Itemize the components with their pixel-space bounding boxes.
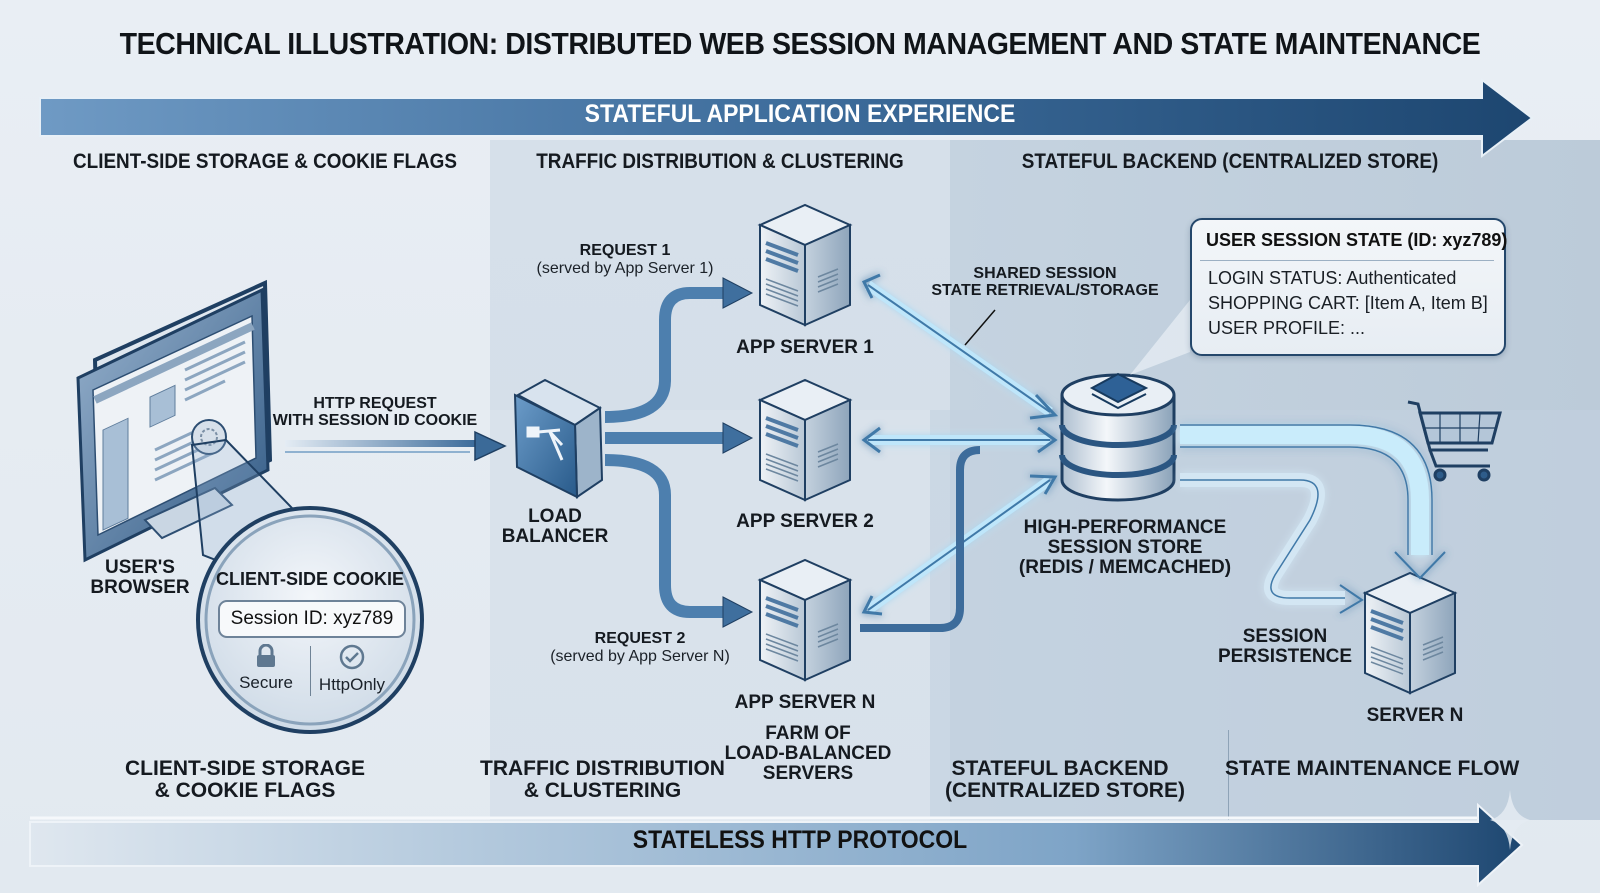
browser-label-line-2: BROWSER	[90, 576, 190, 598]
bottom-banner-arrow	[29, 802, 1524, 888]
section-header-client: CLIENT-SIDE STORAGE & COOKIE FLAGS	[73, 150, 457, 173]
http-request-label: HTTP REQUEST WITH SESSION ID COOKIE	[270, 395, 480, 430]
page-title: TECHNICAL ILLUSTRATION: DISTRIBUTED WEB …	[119, 26, 1481, 61]
secure-flag: Secure	[226, 643, 306, 693]
flag-divider	[310, 646, 311, 696]
request-1-annotation: REQUEST 1 (served by App Server 1)	[520, 242, 730, 278]
load-balancer-icon	[513, 378, 604, 499]
server-n-icon	[1363, 571, 1457, 695]
lb-to-servers-arrows	[604, 277, 754, 628]
farm-label-line-1: FARM OF	[765, 723, 851, 744]
request-1-detail: (served by App Server 1)	[536, 259, 714, 277]
bottom-label-client-line-2: & COOKIE FLAGS	[154, 779, 336, 803]
bottom-label-client: CLIENT-SIDE STORAGE & COOKIE FLAGS	[120, 757, 370, 803]
http-request-arrow	[285, 430, 507, 462]
session-persistence-label-line-1: SESSION	[1242, 626, 1328, 647]
load-balancer-label-line-1: LOAD	[528, 506, 582, 527]
secure-flag-label: Secure	[239, 673, 293, 692]
server-n-label: SERVER N	[1366, 705, 1464, 726]
server-n-feedback-path	[860, 446, 981, 632]
cookie-title: CLIENT-SIDE COOKIE	[215, 569, 404, 589]
bottom-label-backend-line-2: (CENTRALIZED STORE)	[945, 779, 1185, 803]
load-balancer-label: LOAD BALANCER	[500, 507, 610, 547]
shopping-cart-icon	[1407, 400, 1502, 482]
http-request-label-line-1: HTTP REQUEST	[313, 395, 437, 412]
browser-label-line-1: USER'S	[105, 557, 175, 578]
cookie-gear-icon	[191, 419, 227, 455]
session-persistence-label-line-2: PERSISTENCE	[1217, 645, 1353, 667]
flow-divider	[1228, 730, 1229, 820]
load-balancer-label-line-2: BALANCER	[501, 525, 609, 547]
session-state-profile: USER PROFILE: ...	[1208, 318, 1366, 338]
session-store-label-line-3: (REDIS / MEMCACHED)	[1018, 556, 1232, 578]
sparkle-icon	[1490, 790, 1530, 850]
session-persistence-flow	[1180, 424, 1446, 614]
session-state-login: LOGIN STATUS: Authenticated	[1208, 268, 1457, 288]
httponly-flag-label: HttpOnly	[318, 675, 386, 694]
session-store-database-icon	[1059, 372, 1177, 502]
app-server-2-label: APP SERVER 2	[736, 511, 874, 532]
shared-session-label: SHARED SESSION STATE RETRIEVAL/STORAGE	[925, 265, 1165, 300]
bottom-label-backend: STATEFUL BACKEND (CENTRALIZED STORE)	[945, 757, 1185, 803]
request-1-title: REQUEST 1	[579, 242, 671, 259]
request-2-annotation: REQUEST 2 (served by App Server N)	[535, 630, 745, 666]
app-server-n-icon	[758, 558, 852, 682]
app-server-1-icon	[757, 203, 853, 327]
httponly-flag: HttpOnly	[312, 644, 392, 695]
redis-logo-icon	[1089, 372, 1149, 404]
top-banner-label: STATEFUL APPLICATION EXPERIENCE	[584, 100, 1016, 128]
shared-label-pointer	[964, 309, 996, 346]
bottom-label-flow: STATE MAINTENANCE FLOW	[1225, 757, 1520, 780]
bottom-label-traffic-line-1: TRAFFIC DISTRIBUTION	[480, 757, 725, 780]
user-session-state-card: USER SESSION STATE (ID: xyz789) LOGIN ST…	[1190, 218, 1508, 356]
app-server-2-icon	[758, 378, 852, 502]
bottom-label-traffic-line-2: & CLUSTERING	[523, 779, 682, 803]
session-store-label-line-2: SESSION STORE	[1047, 536, 1203, 558]
top-banner-arrow	[39, 77, 1534, 159]
section-header-traffic: TRAFFIC DISTRIBUTION & CLUSTERING	[536, 150, 904, 173]
farm-label-line-3: SERVERS	[762, 762, 854, 784]
state-callout-wedge	[1130, 300, 1190, 375]
bottom-label-traffic: TRAFFIC DISTRIBUTION & CLUSTERING	[480, 757, 725, 803]
session-state-title: USER SESSION STATE (ID: xyz789)	[1206, 230, 1508, 250]
check-circle-icon	[339, 644, 365, 670]
session-id-field: Session ID: xyz789	[218, 600, 406, 638]
session-persistence-label: SESSION PERSISTENCE	[1205, 627, 1365, 667]
app-server-1-label: APP SERVER 1	[736, 337, 874, 358]
bottom-label-client-line-1: CLIENT-SIDE STORAGE	[125, 757, 365, 780]
bottom-banner-label: STATELESS HTTP PROTOCOL	[632, 826, 968, 854]
lock-icon	[257, 643, 275, 667]
shared-session-label-line-1: SHARED SESSION	[973, 265, 1117, 282]
farm-label-line-2: LOAD-BALANCED	[724, 742, 892, 764]
session-state-divider	[1200, 260, 1494, 261]
app-server-n-label: APP SERVER N	[734, 692, 876, 713]
http-request-label-line-2: WITH SESSION ID COOKIE	[272, 411, 478, 429]
section-header-backend: STATEFUL BACKEND (CENTRALIZED STORE)	[1021, 150, 1439, 173]
session-state-cart: SHOPPING CART: [Item A, Item B]	[1208, 293, 1488, 313]
request-2-detail: (served by App Server N)	[550, 647, 730, 665]
session-store-label: HIGH-PERFORMANCE SESSION STORE (REDIS / …	[1010, 518, 1240, 578]
session-store-label-line-1: HIGH-PERFORMANCE	[1023, 517, 1227, 538]
browser-monitor-icon	[76, 279, 273, 563]
request-2-title: REQUEST 2	[594, 630, 686, 647]
bottom-label-backend-line-1: STATEFUL BACKEND	[951, 757, 1169, 780]
shared-session-label-line-2: STATE RETRIEVAL/STORAGE	[931, 281, 1159, 299]
farm-label: FARM OF LOAD-BALANCED SERVERS	[718, 724, 898, 784]
browser-label: USER'S BROWSER	[80, 558, 200, 598]
